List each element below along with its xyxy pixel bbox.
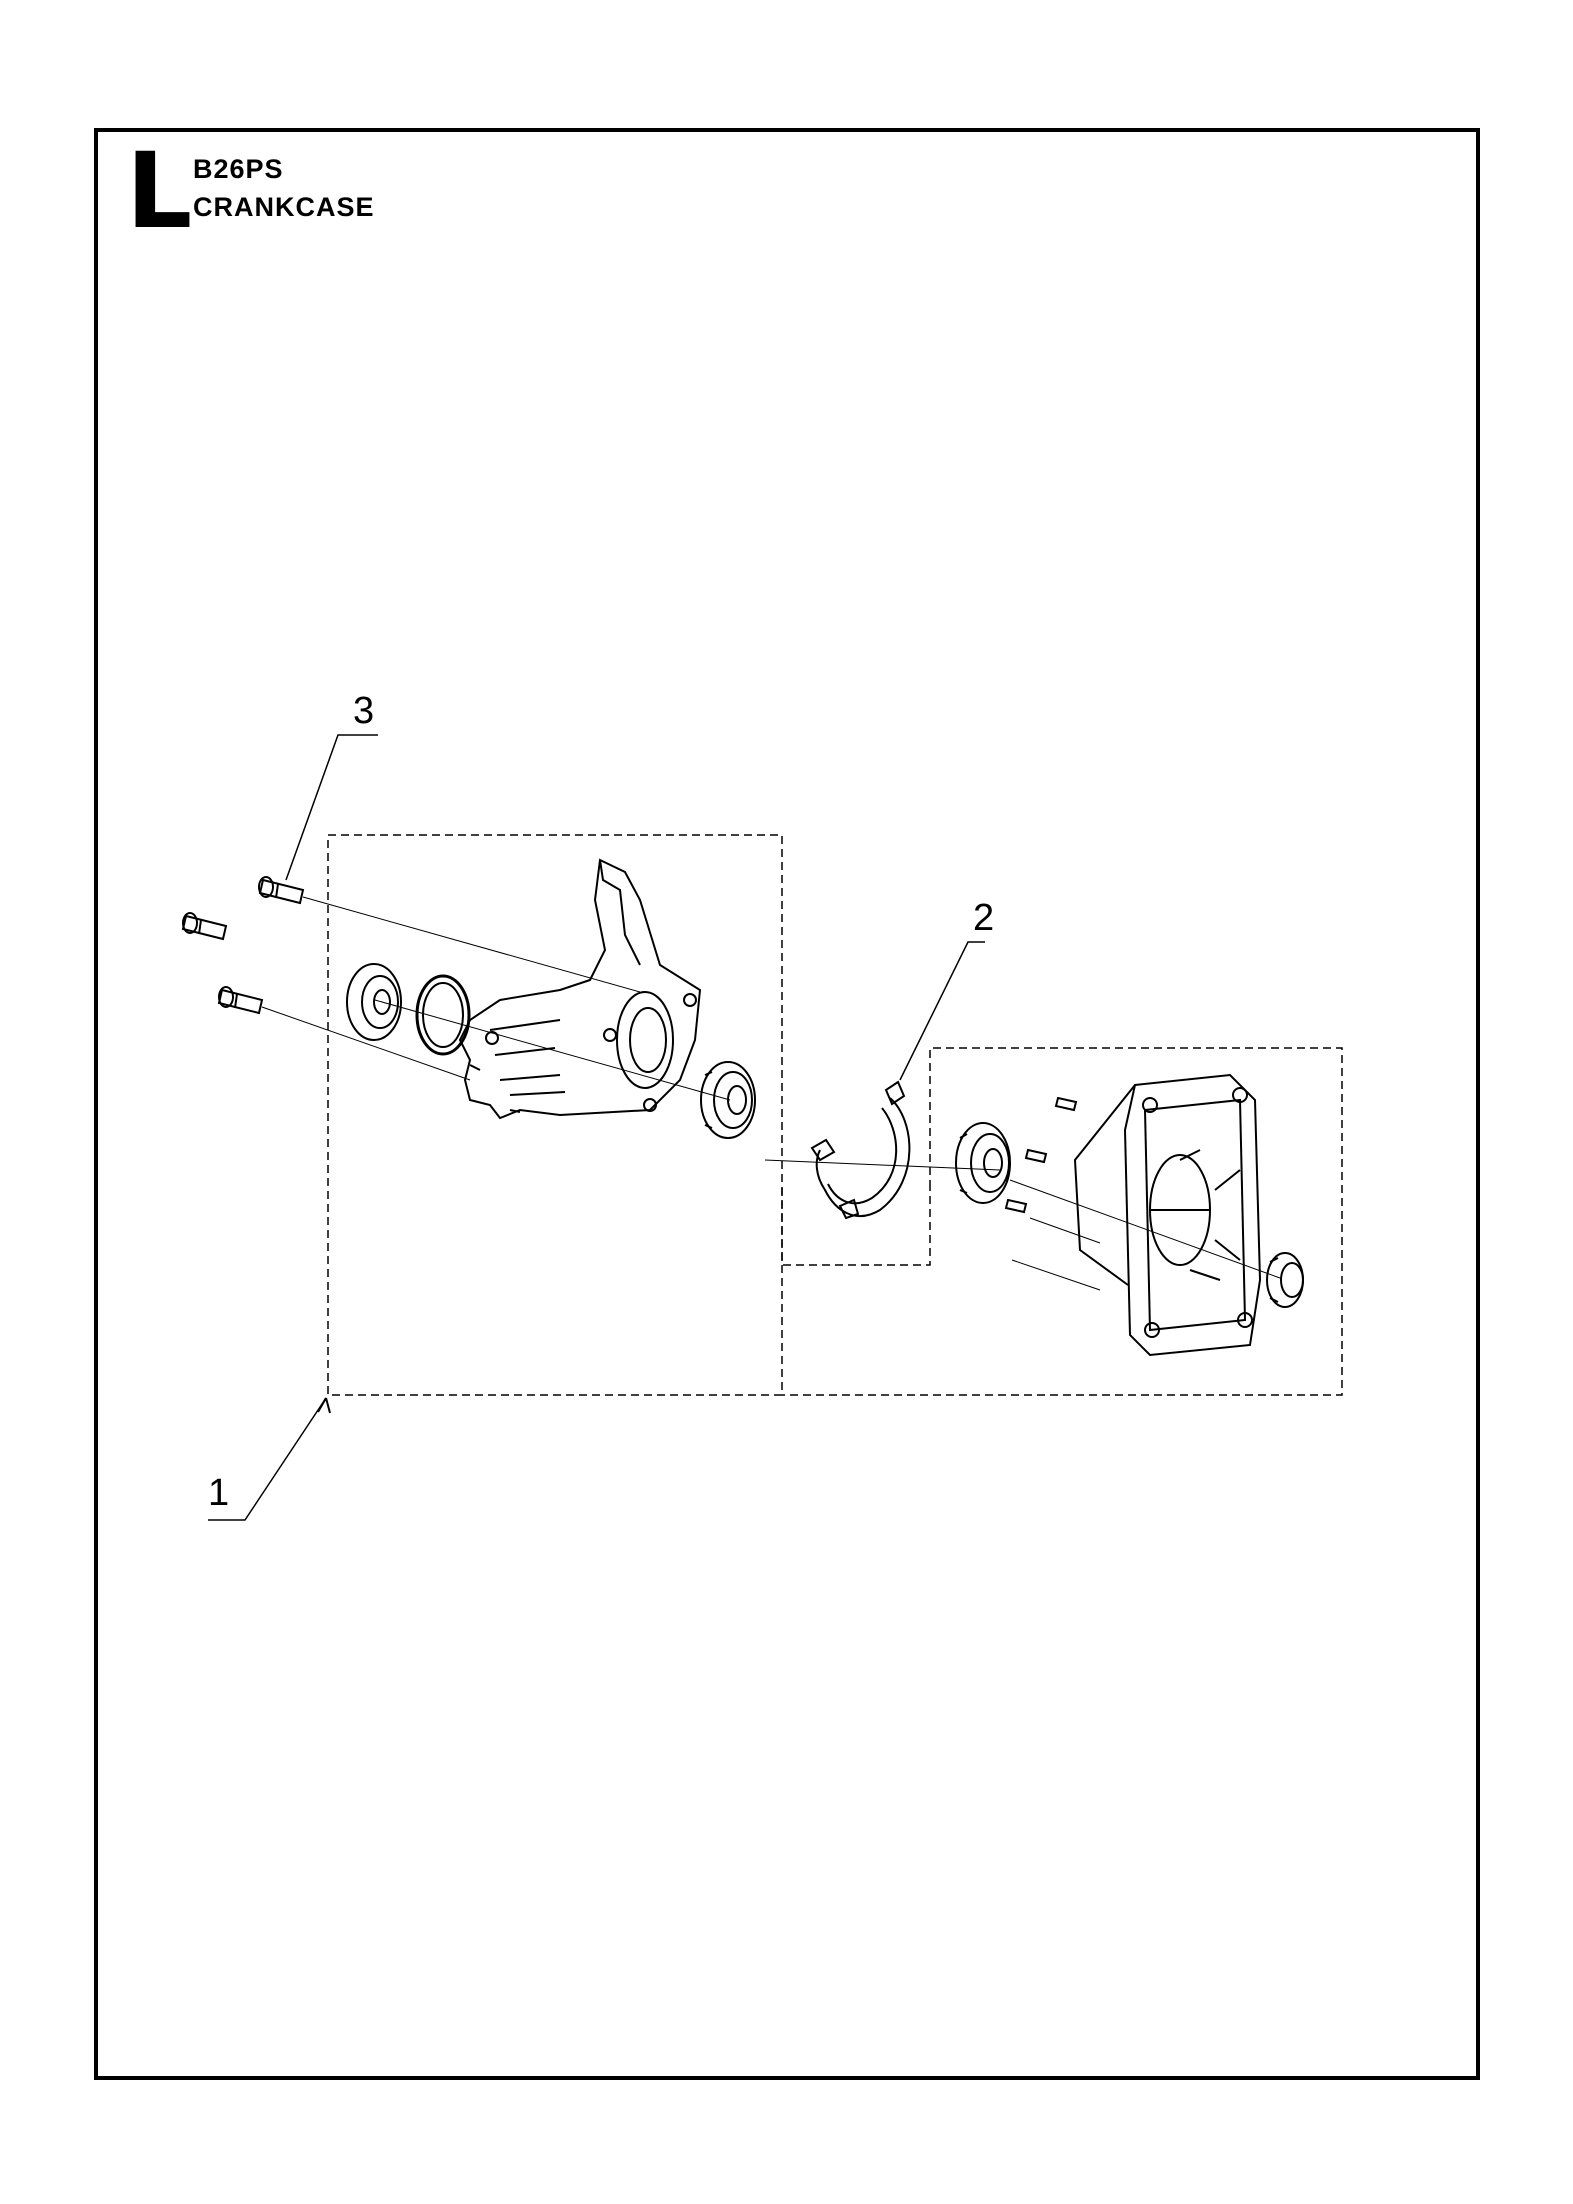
callout-3: 3 [353, 690, 374, 732]
group-box-right-half [782, 1047, 1343, 1396]
oil-seal-left [346, 963, 402, 1041]
dowel-pin-top [1054, 1096, 1078, 1112]
dowel-pin-bottom [1004, 1198, 1028, 1214]
crankcase-left-half [458, 858, 702, 1120]
group-box-crankcase [327, 834, 783, 1396]
crankcase-right-half [1073, 1073, 1262, 1357]
screw-middle [181, 912, 228, 941]
callout-leader-3 [285, 734, 378, 881]
section-title: CRANKCASE [193, 192, 375, 222]
bearing-right [955, 1122, 1011, 1204]
group-box-gasket [781, 1188, 931, 1266]
page-frame [94, 128, 1480, 2080]
oil-seal-right [1266, 1252, 1304, 1308]
bearing-left [700, 1061, 756, 1139]
callout-leader-2 [899, 941, 985, 1081]
model-name: B26PS [193, 154, 284, 184]
gasket [810, 1080, 911, 1220]
callout-leader-1 [208, 1397, 327, 1521]
section-letter: L [126, 130, 193, 252]
callout-1: 1 [208, 1472, 229, 1514]
circlip [415, 974, 471, 1056]
callout-2: 2 [973, 897, 994, 939]
screw-top [258, 876, 305, 905]
screw-bottom [217, 986, 264, 1015]
dowel-pin-middle [1024, 1148, 1048, 1164]
callout-arrow-1 [317, 1397, 331, 1414]
